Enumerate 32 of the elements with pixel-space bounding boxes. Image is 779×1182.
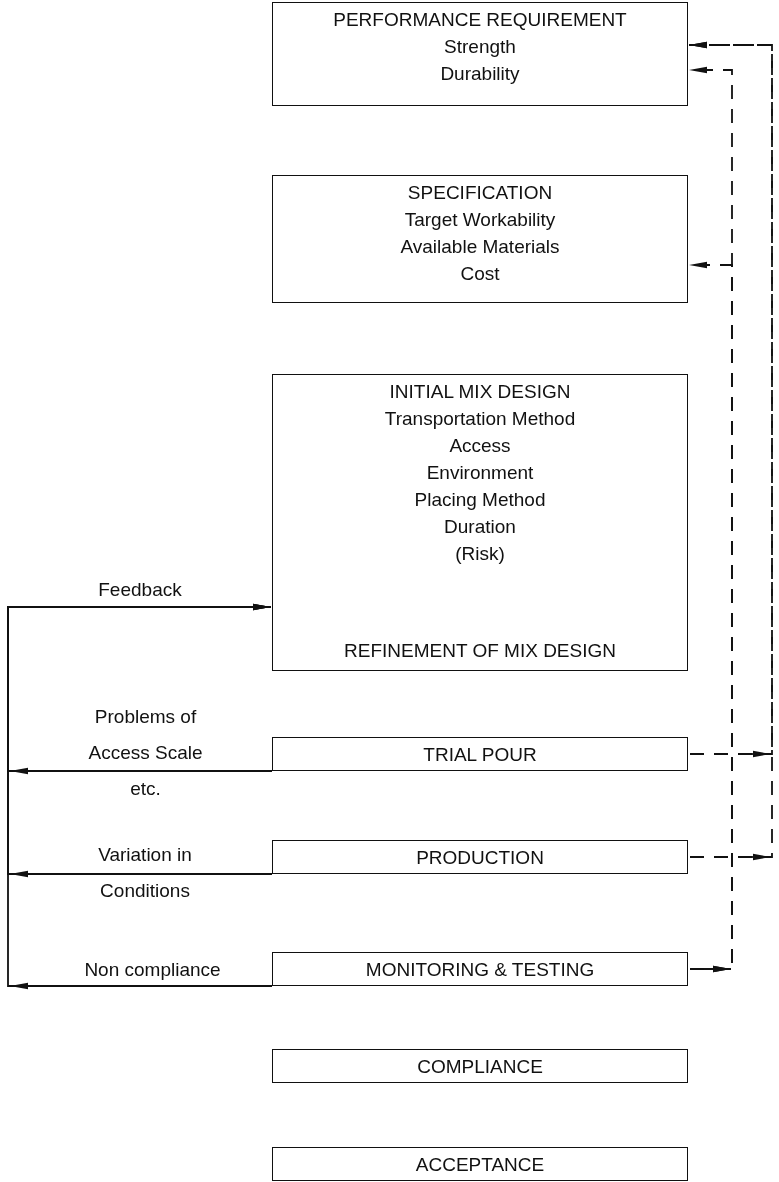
box-text: COMPLIANCE xyxy=(417,1054,543,1079)
box-text: Cost xyxy=(460,262,500,286)
process-box xyxy=(272,737,688,771)
edge-label: Problems of Access Scale etc. xyxy=(87,705,204,801)
box-heading: REFINEMENT OF MIX DESIGN xyxy=(344,639,616,663)
process-box xyxy=(272,2,688,106)
box-text: ACCEPTANCE xyxy=(415,1152,545,1177)
box-text: Available Materials xyxy=(400,235,560,259)
edge-label: Variation in Conditions xyxy=(97,843,193,903)
box-heading: PERFORMANCE REQUIREMENT xyxy=(333,8,627,32)
box-text: Environment xyxy=(426,461,534,485)
process-box xyxy=(272,840,688,874)
box-text: TRIAL POUR xyxy=(423,742,537,767)
process-box xyxy=(272,175,688,303)
process-box xyxy=(272,374,688,671)
process-box xyxy=(272,1147,688,1181)
box-text: PRODUCTION xyxy=(416,845,544,870)
box-heading: INITIAL MIX DESIGN xyxy=(389,380,571,404)
box-heading: SPECIFICATION xyxy=(407,181,553,205)
box-text: Strength xyxy=(444,35,516,59)
process-box xyxy=(272,1049,688,1083)
box-text: Transportation Method xyxy=(384,407,576,431)
box-text: Duration xyxy=(444,515,516,539)
box-text: Durability xyxy=(440,62,520,86)
box-text: Access xyxy=(449,434,511,458)
box-text: Target Workability xyxy=(404,208,556,232)
process-box xyxy=(272,952,688,986)
feedback-label: Feedback xyxy=(97,578,183,602)
box-text: Placing Method xyxy=(414,488,546,512)
box-text: MONITORING & TESTING xyxy=(365,957,595,982)
edge-label: Non compliance xyxy=(83,958,222,982)
box-text: (Risk) xyxy=(455,542,505,566)
